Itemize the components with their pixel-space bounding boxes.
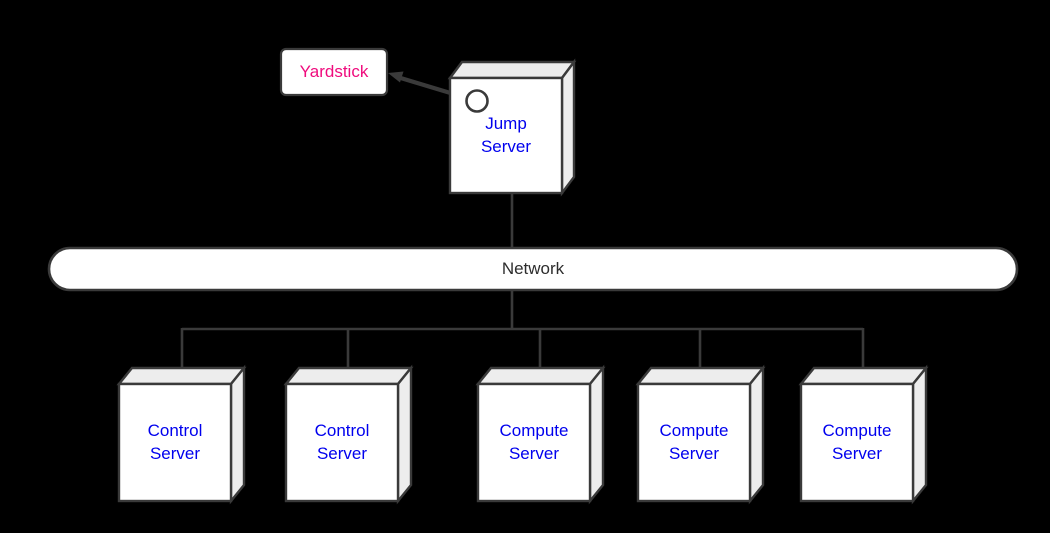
- control-server-1-node: [116, 364, 247, 505]
- control-server-2-top-face: [283, 366, 414, 386]
- compute-server-2-front-face: [636, 382, 752, 503]
- compute-server-2-top-face: [635, 366, 766, 386]
- compute-server-3-front-face: [799, 382, 915, 503]
- control-server-2-side-face: [396, 364, 413, 505]
- compute-server-1-top-face: [475, 366, 606, 386]
- jump-server-port-circle: [465, 89, 489, 113]
- jump-server-top-face: [447, 60, 577, 80]
- compute-server-1-front-face: [476, 382, 592, 503]
- control-server-1-front-face: [117, 382, 233, 503]
- network-bar: [47, 246, 1019, 292]
- yardstick-box: [279, 47, 389, 97]
- control-server-1-top-face: [116, 366, 247, 386]
- compute-server-2-side-face: [748, 364, 765, 505]
- compute-server-3-side-face: [911, 364, 928, 505]
- control-server-2-node: [283, 364, 414, 505]
- compute-server-1-node: [475, 364, 606, 505]
- compute-server-3-node: [798, 364, 929, 505]
- compute-server-3-top-face: [798, 366, 929, 386]
- control-server-1-side-face: [229, 364, 246, 505]
- jump-server-side-face: [560, 58, 576, 197]
- arrow-head-icon: [388, 71, 404, 83]
- compute-server-2-node: [635, 364, 766, 505]
- compute-server-1-side-face: [588, 364, 605, 505]
- control-server-2-front-face: [284, 382, 400, 503]
- jump-server-node: [447, 58, 577, 197]
